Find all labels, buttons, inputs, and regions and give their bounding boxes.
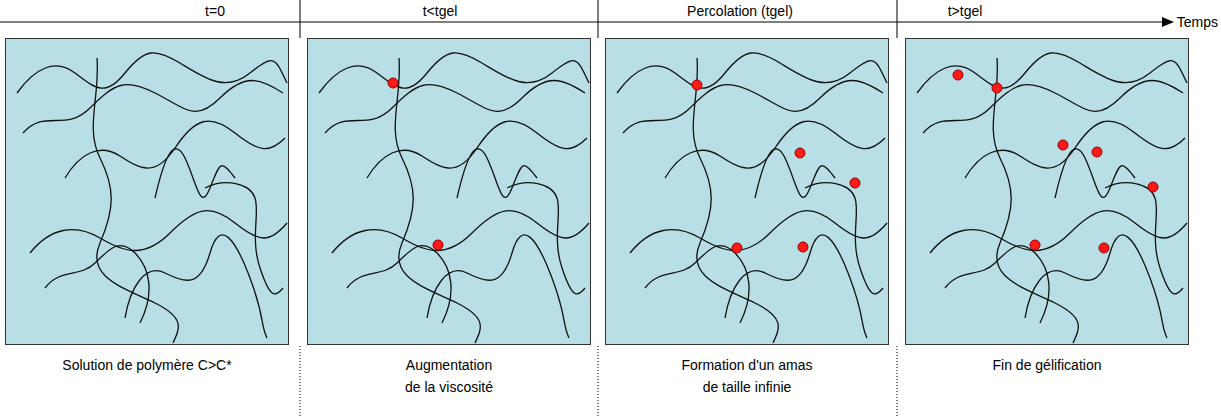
time-label: t<tgel (423, 3, 458, 19)
sample-panel: Fin de gélification (905, 38, 1189, 345)
sample-panel: Solution de polymère C>C* (5, 38, 289, 345)
sample-panel: Formation d'un amas de taille infinie (605, 38, 889, 345)
panel-caption: Augmentation de la viscosité (397, 354, 501, 398)
axis-label: Temps (1177, 14, 1218, 30)
time-label: t=0 (205, 3, 225, 19)
time-label: Percolation (tgel) (687, 3, 793, 19)
sample-panel: Augmentation de la viscosité (307, 38, 591, 345)
time-label: t>tgel (948, 3, 983, 19)
panel-caption: Solution de polymère C>C* (17, 354, 277, 376)
panel-caption: Formation d'un amas de taille infinie (673, 354, 821, 398)
panel-caption: Fin de gélification (947, 354, 1147, 376)
